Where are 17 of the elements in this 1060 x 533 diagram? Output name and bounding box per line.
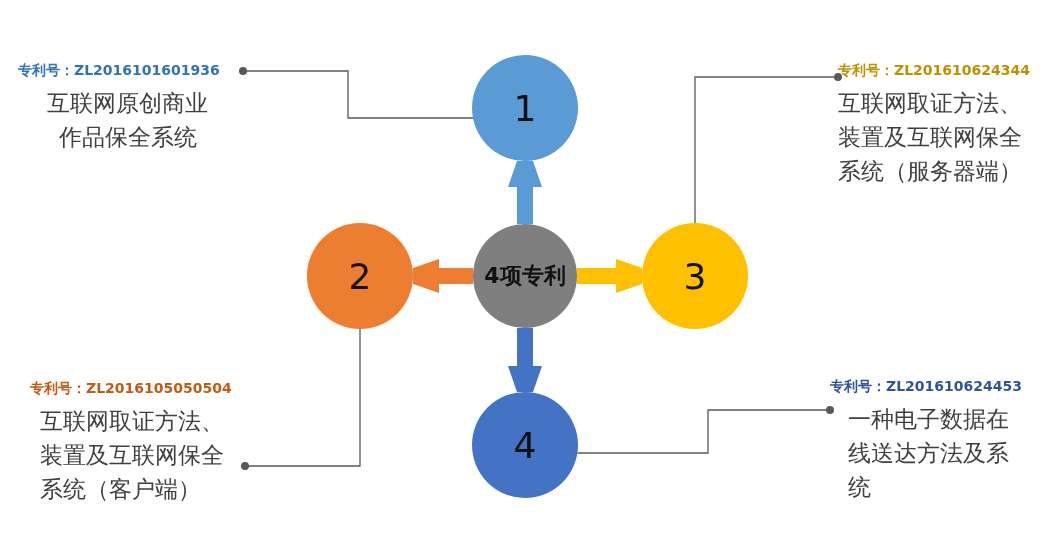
patent-title: 一种电子数据在线送达方法及系统 — [848, 405, 1010, 502]
patent-number: 专利号：ZL2016105050504 — [30, 380, 233, 398]
patent-title: 互联网取证方法、装置及互联网保全系统（服务器端） — [838, 89, 1023, 186]
leader-line — [239, 67, 474, 119]
number-circle: 1 — [472, 55, 578, 161]
patent-number: 专利号：ZL201610624344 — [838, 62, 1031, 80]
patent-number: 专利号：ZL201610624453 — [830, 378, 1020, 396]
patent-title: 互联网原创商业作品保全系统 — [46, 89, 209, 152]
leader-line — [576, 406, 834, 454]
patent-title: 互联网取证方法、装置及互联网保全系统（客户端） — [40, 407, 225, 504]
center-circle: 4项专利 — [473, 224, 577, 328]
number-circle: 2 — [307, 223, 413, 329]
patent-number: 专利号：ZL2016101601936 — [18, 62, 221, 80]
number-circle: 4 — [472, 392, 578, 498]
number-circle: 3 — [642, 223, 748, 329]
leader-line — [694, 73, 842, 224]
leader-line — [241, 328, 361, 470]
